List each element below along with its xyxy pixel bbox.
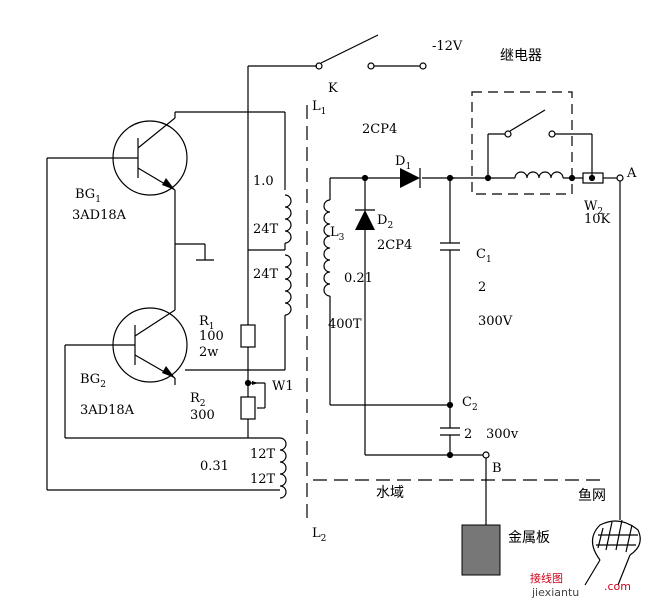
water-label: 水域 [376,485,404,501]
diode-d1 [400,168,420,188]
d2-type-label: 2CP4 [377,238,412,253]
fish-net-label: 鱼网 [578,487,606,504]
switch-label: K [328,81,338,96]
watermark-cn: 接线图 [530,571,563,585]
coil-feedback [279,437,287,499]
watermark-en: jiexiantu [531,586,579,599]
turns-24t-a: 24T [253,222,279,237]
l3-turns-label: 400T [328,317,362,332]
c1-label: C1 [476,247,492,265]
relay-coil [514,171,564,179]
node-b-label: B [492,461,502,476]
l1-label: L1 [312,99,326,117]
bg2-label: BG2 [80,372,106,390]
resistor-r1 [240,324,256,348]
d2-label: D2 [377,213,393,231]
node-a-label: A [626,166,637,181]
l3-wire-label: 0.21 [344,271,373,286]
r1-power: 2w [199,345,218,360]
bg1-emitter-arrow [162,178,175,190]
switch-k-contact [315,62,323,70]
diode-d2 [355,210,375,230]
terminal-b [482,451,490,459]
w2-value: 10K [584,212,611,227]
c1-value: 2 [478,280,486,295]
wire-feedback-label: 0.31 [200,459,229,474]
c1-voltage: 300V [478,314,513,329]
coil-primary-1 [284,194,292,244]
d1-type-label: 2CP4 [362,122,397,137]
metal-plate-label: 金属板 [508,530,550,546]
fish-net-icon [591,520,641,561]
l3-label: L3 [330,225,345,243]
l2-label: L2 [312,526,326,544]
r2-value: 300 [190,408,215,423]
w1-label: W1 [272,379,294,394]
d1-label: D1 [395,154,411,172]
bg2-model: 3AD18A [80,403,135,418]
c2-voltage: 300v [486,427,519,442]
turns-12t-a: 12T [250,447,276,462]
coil-primary-2 [284,254,292,316]
turns-24t-b: 24T [253,267,279,282]
c2-label: C2 [462,395,478,413]
watermark-dom: .com [604,580,631,593]
bg1-model: 3AD18A [72,208,127,223]
coil-l3 [323,199,331,297]
bg2-emitter-arrow [162,366,175,378]
bg1-label: BG1 [75,187,101,205]
terminal-a [616,174,624,182]
relay-label: 继电器 [500,48,542,64]
c2-value: 2 [464,427,472,442]
metal-plate-icon [461,524,501,576]
r1-label: R1 [199,314,215,332]
turns-12t-b: 12T [250,472,276,487]
r2-label: R2 [190,391,206,409]
resistor-r2 [240,396,256,420]
r1-value: 100 [199,329,224,344]
w2-label: W2 [584,199,603,217]
relay-box [471,91,573,195]
supply-label: -12V [432,39,463,54]
wire-primary-label: 1.0 [253,174,274,189]
